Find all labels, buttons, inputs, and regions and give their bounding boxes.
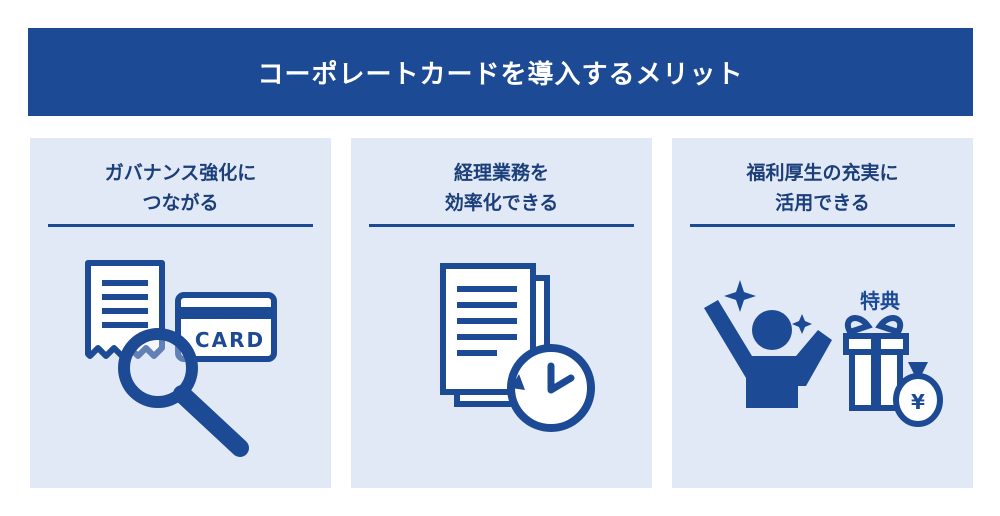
header-banner: コーポレートカードを導入するメリット	[28, 28, 973, 116]
card-title-line1: 経理業務を	[453, 162, 549, 184]
card-title: 福利厚生の充実に 活用できる	[672, 158, 973, 218]
perk-label: 特典	[860, 289, 900, 313]
card-label: CARD	[195, 328, 265, 352]
receipt-card-magnifier-icon: CARD	[85, 260, 277, 457]
celebrating-person-gift-icon: 特典 ¥	[704, 280, 943, 427]
document-clock-icon	[440, 263, 595, 432]
divider	[369, 224, 634, 227]
card-title-line1: 福利厚生の充実に	[746, 162, 899, 184]
card-title-line2: 効率化できる	[444, 192, 559, 214]
card-title-line2: つながる	[142, 192, 219, 214]
divider	[48, 224, 313, 227]
yen-symbol: ¥	[911, 390, 925, 414]
card-title-line2: 活用できる	[775, 192, 870, 214]
sparkle-icon	[724, 280, 756, 312]
sparkle-icon	[792, 314, 812, 334]
card-title: 経理業務を 効率化できる	[351, 158, 652, 218]
card-title: ガバナンス強化に つながる	[30, 158, 331, 218]
card-title-line1: ガバナンス強化に	[104, 162, 257, 184]
benefit-card-governance: ガバナンス強化に つながる CARD	[30, 138, 331, 488]
benefit-card-welfare: 福利厚生の充実に 活用できる 特典 ¥	[672, 138, 973, 488]
divider	[690, 224, 955, 227]
benefit-card-accounting: 経理業務を 効率化できる	[351, 138, 652, 488]
banner-title: コーポレートカードを導入するメリット	[257, 59, 744, 90]
